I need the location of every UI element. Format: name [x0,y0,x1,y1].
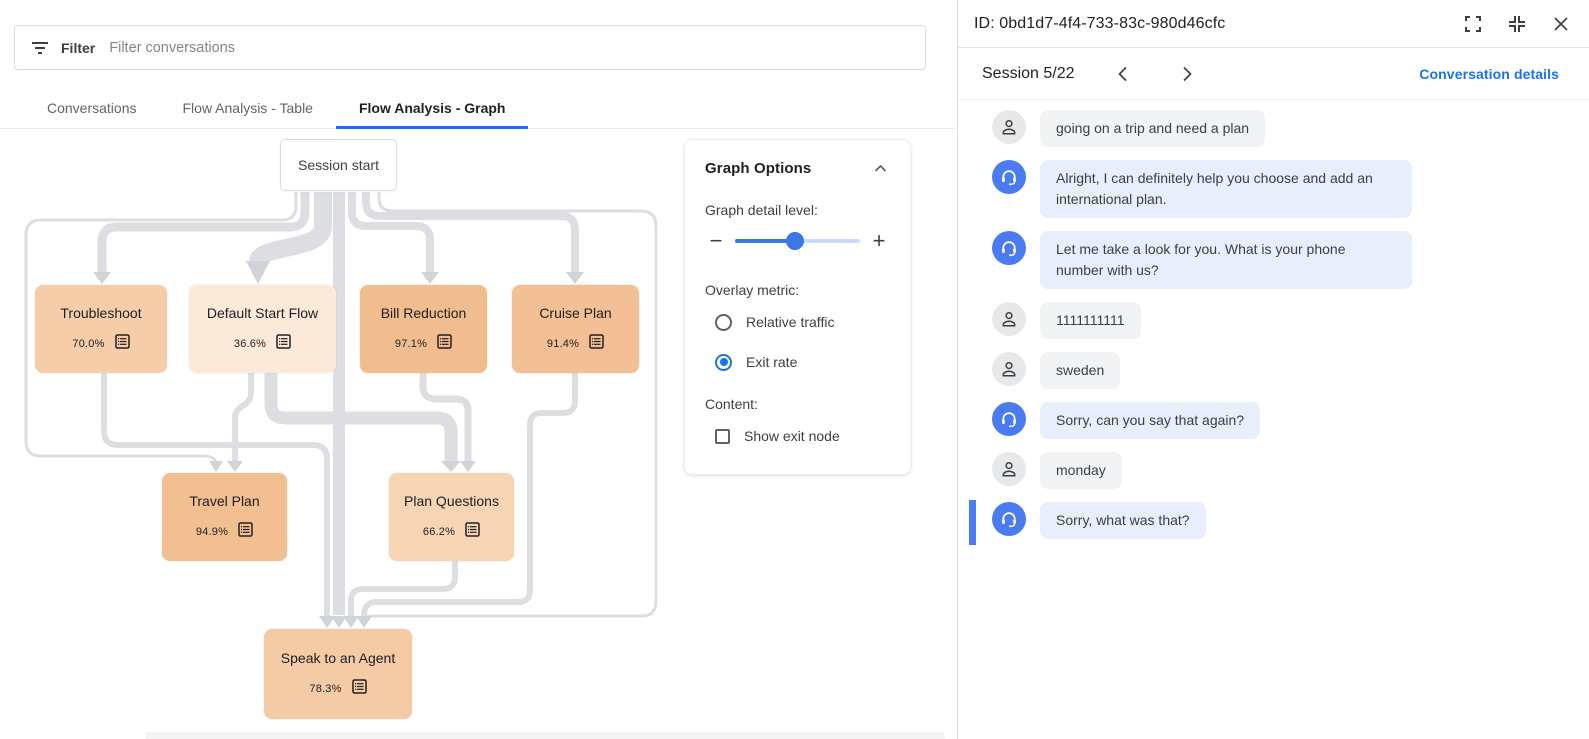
bot-headset-avatar-icon [992,231,1026,265]
user-avatar-icon [992,110,1026,144]
checkbox-label: Show exit node [744,428,840,444]
conversation-header: ID: 0bd1d7-4f4-733-83c-980d46cfc [958,0,1589,48]
graph-node-troubleshoot[interactable]: Troubleshoot 70.0% [35,285,167,373]
show-exit-node-option[interactable]: Show exit node [715,424,890,448]
tab-bar: Conversations Flow Analysis - Table Flow… [0,88,958,129]
node-title: Speak to an Agent [280,649,396,666]
radio-exit-rate[interactable]: Exit rate [715,350,890,374]
filter-bar[interactable]: Filter Filter conversations [14,25,926,70]
message-row-selected: Sorry, what was that? [969,500,1565,545]
slider-fill [735,239,795,243]
bot-headset-avatar-icon [992,160,1026,194]
node-exit-rate: 78.3% [309,682,342,695]
filter-input[interactable]: Filter conversations [109,39,235,56]
detail-decrease-button[interactable]: − [709,228,723,253]
exit-fullscreen-icon[interactable] [1507,14,1527,34]
graph-node-bill-reduction[interactable]: Bill Reduction 97.1% [360,285,487,373]
list-alt-icon[interactable] [589,333,604,354]
filter-icon [31,41,49,55]
list-alt-icon[interactable] [437,333,452,354]
conversation-id-title: ID: 0bd1d7-4f4-733-83c-980d46cfc [974,14,1226,32]
slider-thumb[interactable] [786,232,804,250]
message-row: Alright, I can definitely help you choos… [992,160,1565,218]
graph-node-default-start-flow[interactable]: Default Start Flow 36.6% [189,285,336,373]
list-alt-icon[interactable] [465,521,480,542]
collapse-chevron-up-icon[interactable] [870,158,890,178]
graph-detail-label: Graph detail level: [705,202,818,218]
list-alt-icon[interactable] [238,521,253,542]
radio-label: Relative traffic [746,314,835,330]
bot-message-bubble[interactable]: Let me take a look for you. What is your… [1040,231,1412,289]
graph-node-travel-plan[interactable]: Travel Plan 94.9% [162,473,287,561]
list-alt-icon[interactable] [114,333,130,354]
node-exit-rate: 70.0% [72,337,105,350]
user-avatar-icon [992,302,1026,336]
message-row: Let me take a look for you. What is your… [992,231,1565,289]
filter-label: Filter [61,39,96,56]
message-row: going on a trip and need a plan [992,110,1565,147]
graph-node-cruise-plan[interactable]: Cruise Plan 91.4% [512,285,639,373]
tab-flow-analysis-table[interactable]: Flow Analysis - Table [182,100,313,116]
radio-label: Exit rate [746,354,798,370]
user-avatar-icon [992,452,1026,486]
overlay-metric-label: Overlay metric: [705,282,800,298]
tab-conversations[interactable]: Conversations [47,100,137,116]
node-exit-rate: 66.2% [422,525,456,538]
graph-node-session-start[interactable]: Session start [280,139,397,191]
node-title: Default Start Flow [206,304,319,321]
node-exit-rate: 97.1% [394,337,428,350]
graph-options-title: Graph Options [705,159,812,177]
radio-checked-icon[interactable] [715,353,732,371]
list-alt-icon[interactable] [351,678,367,699]
session-counter: Session 5/22 [982,64,1075,82]
node-title: Plan Questions [404,492,499,509]
user-message-bubble[interactable]: monday [1040,452,1122,489]
message-row: sweden [992,352,1565,389]
list-alt-icon[interactable] [276,333,291,354]
flow-analysis-panel: Session start Troubleshoot 70.0% Default… [0,0,958,739]
radio-unchecked-icon[interactable] [715,313,732,331]
user-avatar-icon [992,352,1026,386]
bot-message-bubble[interactable]: Sorry, can you say that again? [1040,402,1261,439]
node-exit-rate: 94.9% [195,525,229,538]
fullscreen-icon[interactable] [1463,14,1483,34]
user-message-bubble[interactable]: going on a trip and need a plan [1040,110,1266,147]
node-title: Cruise Plan [539,304,612,321]
detail-increase-button[interactable]: + [872,228,886,253]
node-exit-rate: 91.4% [546,337,580,350]
node-title: Troubleshoot [60,304,142,321]
graph-options-panel: Graph Options Graph detail level: − + Ov… [684,139,911,475]
node-title: Travel Plan [189,492,260,509]
message-row: 1111111111 [992,302,1565,339]
content-label: Content: [705,396,758,412]
user-message-bubble[interactable]: 1111111111 [1040,302,1141,339]
next-session-button[interactable] [1177,64,1197,84]
session-nav-bar: Session 5/22 Conversation details [958,48,1589,100]
graph-detail-slider[interactable] [735,231,860,251]
close-icon[interactable] [1551,14,1571,34]
bot-message-bubble[interactable]: Alright, I can definitely help you choos… [1040,160,1412,218]
message-row: Sorry, can you say that again? [992,402,1565,439]
conversation-detail-panel: ID: 0bd1d7-4f4-733-83c-980d46cfc Session… [958,0,1589,739]
radio-relative-traffic[interactable]: Relative traffic [715,310,890,334]
bot-headset-avatar-icon [992,402,1026,436]
graph-node-speak-to-an-agent[interactable]: Speak to an Agent 78.3% [264,629,412,719]
checkbox-unchecked-icon[interactable] [715,428,730,444]
message-list: going on a trip and need a plan Alright,… [958,100,1589,739]
previous-session-button[interactable] [1113,64,1133,84]
bot-message-bubble[interactable]: Sorry, what was that? [1040,502,1206,539]
message-row: monday [992,452,1565,489]
node-title: Bill Reduction [380,304,467,321]
graph-node-plan-questions[interactable]: Plan Questions 66.2% [389,473,514,561]
conversation-details-link[interactable]: Conversation details [1419,65,1559,82]
bot-headset-avatar-icon [992,502,1026,536]
node-exit-rate: 36.6% [233,337,267,350]
user-message-bubble[interactable]: sweden [1040,352,1121,389]
tab-flow-analysis-graph[interactable]: Flow Analysis - Graph [335,88,529,129]
